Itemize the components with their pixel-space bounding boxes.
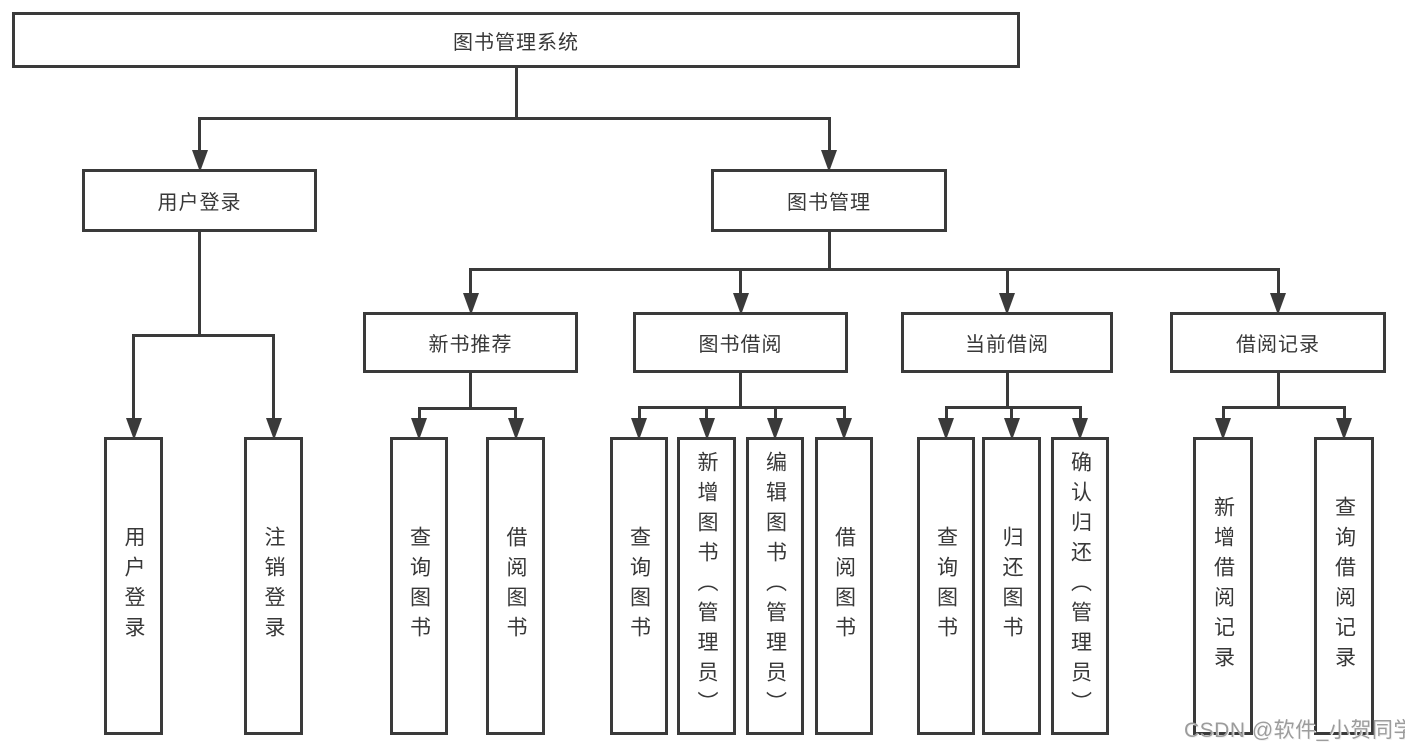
connector-vline xyxy=(705,407,708,423)
connector-vline xyxy=(827,230,831,271)
node-leaf-user-login: 用户登录 xyxy=(104,437,163,735)
connector-vline xyxy=(1221,407,1225,423)
node-new-book-recommend: 新书推荐 xyxy=(363,312,578,373)
node-leaf-add-book: 新增图书（管理员） xyxy=(677,437,736,735)
connector-vline xyxy=(514,408,517,423)
connector-vline xyxy=(132,335,135,423)
arrow-down-icon xyxy=(631,418,647,440)
connector-vline xyxy=(1342,407,1346,423)
arrow-down-icon xyxy=(1003,418,1020,440)
node-leaf-logout: 注销登录 xyxy=(244,437,303,735)
node-leaf-borrow-book-1: 借阅图书 xyxy=(486,437,545,735)
connector-hline xyxy=(417,406,517,410)
node-current-borrow: 当前借阅 xyxy=(901,312,1113,373)
connector-hline xyxy=(637,405,846,409)
connector-vline xyxy=(198,118,201,155)
node-borrow-records: 借阅记录 xyxy=(1170,312,1386,373)
connector-vline xyxy=(739,371,742,409)
connector-vline xyxy=(272,335,275,423)
connector-hline xyxy=(1221,405,1346,409)
connector-vline xyxy=(469,371,472,410)
connector-vline xyxy=(514,66,518,120)
connector-vline xyxy=(469,269,472,298)
arrow-down-icon xyxy=(411,418,427,440)
arrow-down-icon xyxy=(265,418,282,440)
arrow-down-icon xyxy=(767,418,783,440)
node-leaf-return-book: 归还图书 xyxy=(982,437,1041,735)
connector-vline xyxy=(1010,407,1013,423)
node-leaf-query-book-2: 查询图书 xyxy=(610,437,668,735)
node-leaf-query-book-3: 查询图书 xyxy=(917,437,975,735)
connector-hline xyxy=(198,116,831,120)
arrow-down-icon xyxy=(1270,293,1286,315)
arrow-down-icon xyxy=(836,418,852,440)
connector-vline xyxy=(637,407,641,423)
connector-vline xyxy=(827,118,831,155)
connector-vline xyxy=(773,407,777,423)
connector-hline xyxy=(469,267,1280,271)
connector-vline xyxy=(944,407,948,423)
arrow-down-icon xyxy=(938,418,954,440)
node-book-management: 图书管理 xyxy=(711,169,947,232)
arrow-down-icon xyxy=(698,418,715,440)
connector-hline xyxy=(132,333,275,337)
arrow-down-icon xyxy=(507,418,524,440)
watermark: CSDN @软件_小贺同学 xyxy=(1184,719,1405,742)
arrow-down-icon xyxy=(1336,418,1352,440)
arrow-down-icon xyxy=(732,293,749,315)
connector-vline xyxy=(842,407,846,423)
node-leaf-edit-book: 编辑图书（管理员） xyxy=(746,437,804,735)
connector-vline xyxy=(1005,269,1009,298)
node-leaf-borrow-book-2: 借阅图书 xyxy=(815,437,873,735)
node-leaf-add-borrow-record: 新增借阅记录 xyxy=(1193,437,1253,735)
node-leaf-query-book-1: 查询图书 xyxy=(390,437,448,735)
arrow-down-icon xyxy=(821,150,837,172)
node-book-borrow: 图书借阅 xyxy=(633,312,848,373)
connector-vline xyxy=(417,408,421,423)
connector-hline xyxy=(944,405,1082,409)
node-leaf-query-borrow-record: 查询借阅记录 xyxy=(1314,437,1374,735)
node-root: 图书管理系统 xyxy=(12,12,1020,68)
connector-vline xyxy=(1276,269,1280,298)
connector-vline xyxy=(1276,371,1280,409)
node-user-login: 用户登录 xyxy=(82,169,317,232)
connector-vline xyxy=(1005,371,1009,409)
connector-vline xyxy=(1078,407,1082,423)
connector-vline xyxy=(739,269,742,298)
arrow-down-icon xyxy=(191,150,208,172)
arrow-down-icon xyxy=(999,293,1015,315)
arrow-down-icon xyxy=(1072,418,1088,440)
arrow-down-icon xyxy=(1215,418,1231,440)
connector-vline xyxy=(198,230,201,337)
arrow-down-icon xyxy=(125,418,142,440)
node-leaf-confirm-return: 确认归还（管理员） xyxy=(1051,437,1109,735)
arrow-down-icon xyxy=(462,293,479,315)
